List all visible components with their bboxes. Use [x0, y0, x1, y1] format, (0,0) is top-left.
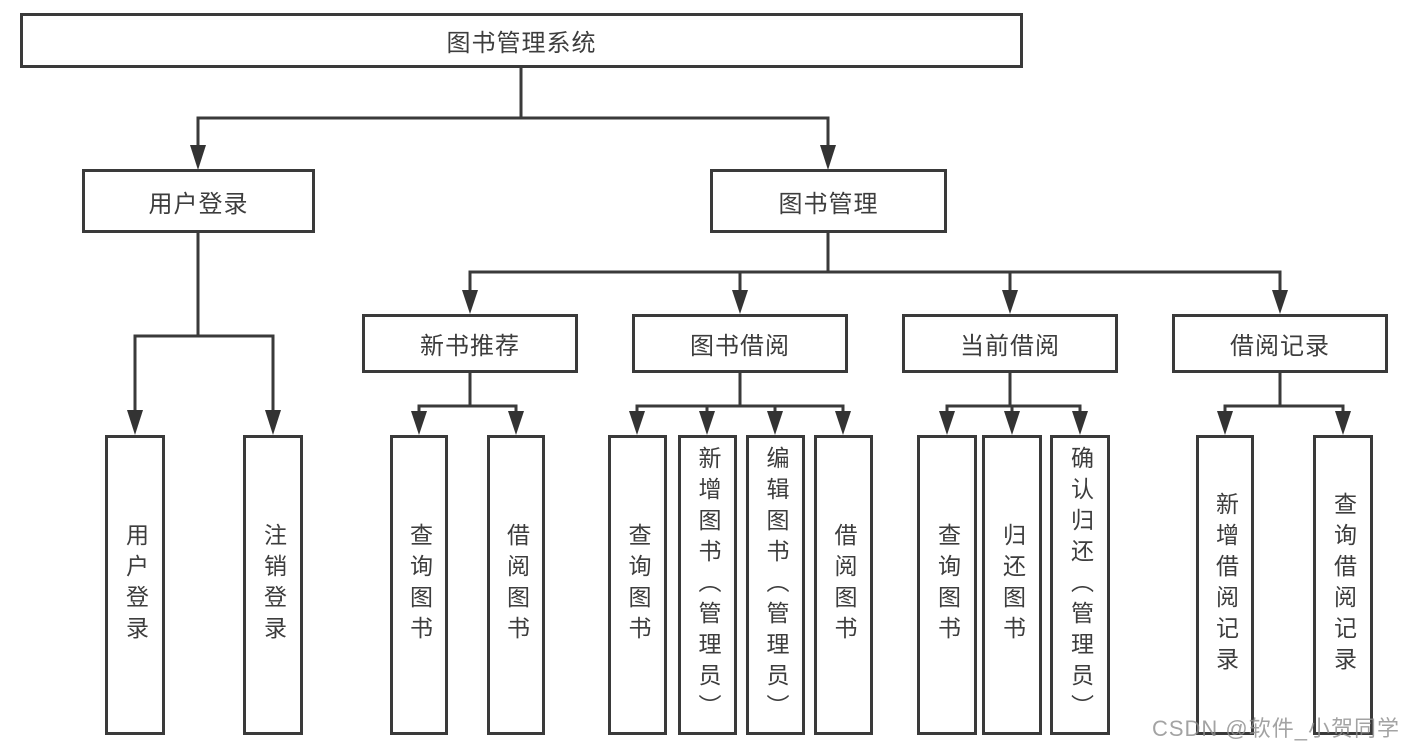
- leaf-add-book-admin: 新增图书（管理员）: [678, 435, 737, 735]
- leaf-edit-book-admin: 编辑图书（管理员）: [746, 435, 805, 735]
- connector-current-borrow-children: [939, 373, 1088, 435]
- node-new-book-recommend: 新书推荐: [362, 314, 578, 373]
- connector-user-login-children: [127, 233, 281, 435]
- node-user-login: 用户登录: [82, 169, 315, 233]
- leaf-return-book: 归还图书: [982, 435, 1042, 735]
- leaf-query-books-3: 查询图书: [917, 435, 977, 735]
- connector-book-borrow-children: [629, 373, 851, 435]
- leaf-borrow-books-2: 借阅图书: [814, 435, 873, 735]
- connector-borrow-records-children: [1217, 373, 1351, 435]
- leaf-add-borrow-record: 新增借阅记录: [1196, 435, 1254, 735]
- leaf-query-books-2: 查询图书: [608, 435, 667, 735]
- leaf-confirm-return-admin: 确认归还（管理员）: [1050, 435, 1110, 735]
- leaf-query-borrow-record: 查询借阅记录: [1313, 435, 1373, 735]
- leaf-user-login: 用户登录: [105, 435, 165, 735]
- leaf-query-books-1: 查询图书: [390, 435, 448, 735]
- leaf-logout: 注销登录: [243, 435, 303, 735]
- node-current-borrow: 当前借阅: [902, 314, 1118, 373]
- node-root: 图书管理系统: [20, 13, 1023, 68]
- node-borrow-records: 借阅记录: [1172, 314, 1388, 373]
- node-book-management: 图书管理: [710, 169, 947, 233]
- connector-book-mgmt-to-level3: [462, 233, 1288, 314]
- watermark: CSDN @软件_小贺同学: [1151, 716, 1400, 741]
- leaf-borrow-books-1: 借阅图书: [487, 435, 545, 735]
- node-book-borrow: 图书借阅: [632, 314, 848, 373]
- connector-new-book-children: [411, 373, 524, 435]
- connector-root-to-level2: [190, 68, 836, 170]
